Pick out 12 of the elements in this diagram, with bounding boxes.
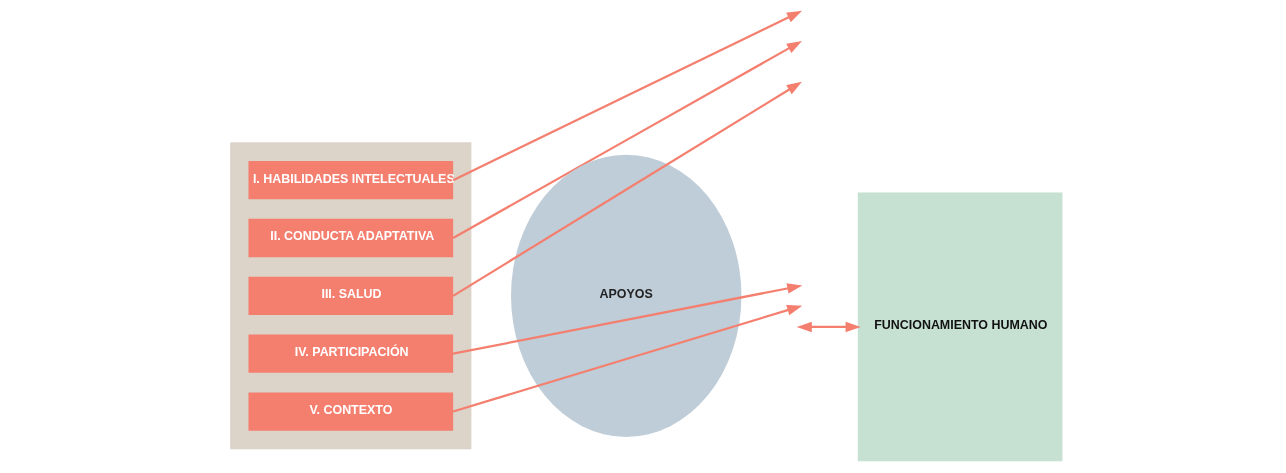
node-box: FUNCIONAMIENTO HUMANO xyxy=(857,192,1063,462)
arrow xyxy=(452,81,802,297)
node-ellipse: APOYOS xyxy=(511,154,742,437)
node-box: I. HABILIDADES INTELECTUALES xyxy=(248,161,454,200)
arrow xyxy=(452,10,803,182)
node-box: IV. PARTICIPACIÓN xyxy=(248,334,454,373)
node-box: II. CONDUCTA ADAPTATIVA xyxy=(248,218,454,258)
arrow xyxy=(452,40,802,239)
cluster xyxy=(230,142,472,450)
arrow xyxy=(796,321,861,333)
node-box: V. CONTEXTO xyxy=(248,392,454,431)
node-box: III. SALUD xyxy=(248,276,454,315)
